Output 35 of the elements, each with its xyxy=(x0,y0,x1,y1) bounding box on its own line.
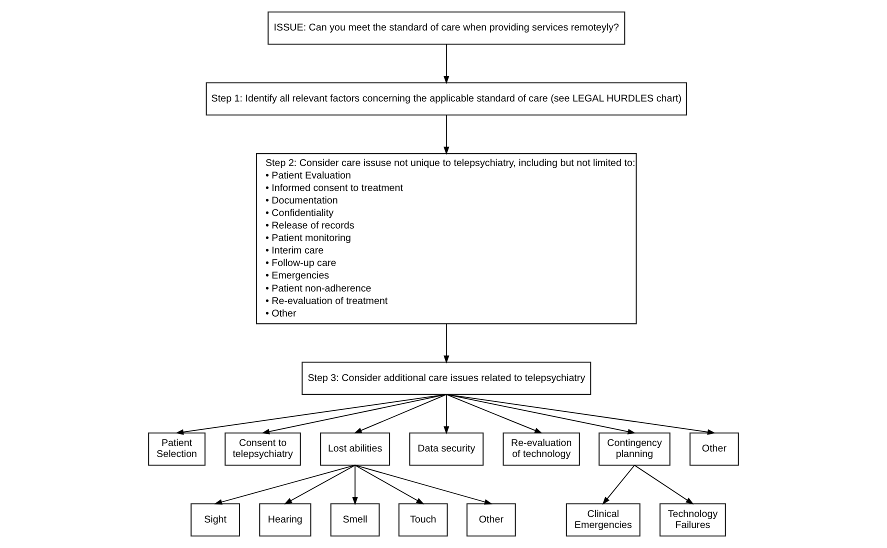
node-box: Smell xyxy=(330,503,380,537)
arrow xyxy=(214,464,356,505)
node-box: Step 2: Consider care issuse not unique to telepsychiatry, including but not limited to: • Patient Evaluation • Informed consent to treatment • Documentation • Confidentiality • Release of records • Patient monitoring • Interim care • Follow-up care • Emergencies • Patient non-adherence • Re-evaluation of treatment • Other xyxy=(256,152,637,324)
node-box: Step 3: Consider additional care issues related to telepsychiatry xyxy=(302,362,592,396)
node-box: Other xyxy=(690,432,739,466)
node-box: Technology Failures xyxy=(660,503,726,537)
node-box: Data security xyxy=(409,432,484,466)
arrow xyxy=(444,114,450,155)
arrow xyxy=(634,464,694,504)
node-box: Lost abilities xyxy=(320,432,390,466)
node-box: Touch xyxy=(398,503,448,537)
arrow xyxy=(444,323,450,364)
node-box: Hearing xyxy=(259,503,312,537)
arrow xyxy=(175,394,447,435)
node-box: Step 1: Identify all relevant factors concerning the applicable standard of care (see LEGAL HURDLES chart) xyxy=(206,82,687,116)
arrow xyxy=(602,464,635,505)
node-box: Re-evaluation of technology xyxy=(502,432,580,466)
arrow xyxy=(446,394,636,434)
node-box: Other xyxy=(466,503,516,537)
arrow xyxy=(352,464,358,506)
arrow xyxy=(354,464,492,505)
node-box: Consent to telepsychiatry xyxy=(224,432,301,466)
arrow xyxy=(444,394,450,434)
node-box: Contingency planning xyxy=(598,432,670,466)
node-box: Sight xyxy=(190,503,240,537)
arrow xyxy=(354,394,447,434)
node-box: ISSUE: Can you meet the standard of care when providing services remoteyly? xyxy=(268,11,626,45)
arrow xyxy=(446,394,716,435)
arrow xyxy=(444,44,450,84)
arrow xyxy=(354,464,424,504)
node-box: Patient Selection xyxy=(148,432,206,466)
arrow xyxy=(446,394,543,434)
arrow xyxy=(284,464,356,504)
arrow xyxy=(261,394,447,434)
node-box: Clinical Emergencies xyxy=(566,503,640,537)
